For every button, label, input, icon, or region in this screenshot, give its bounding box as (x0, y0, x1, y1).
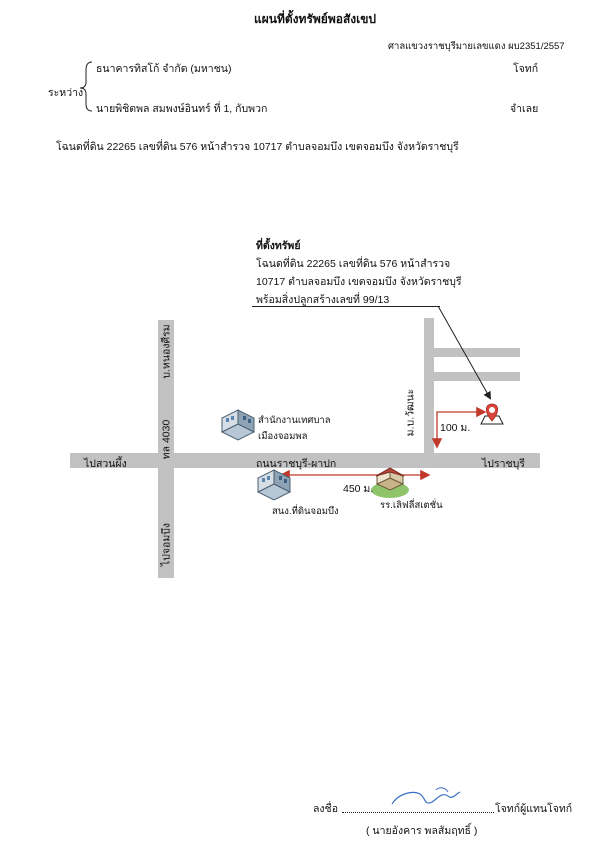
court-case-number: ศาลแขวงราชบุรีมายเลขแดง ผบ2351/2557 (388, 41, 565, 52)
pointer-line (437, 305, 491, 400)
school-label: รร.เลิฟลี่สเตชั่น (380, 500, 443, 511)
location-marker-icon (480, 403, 504, 425)
property-line-1: โฉนดที่ดิน 22265 เลขที่ดิน 576 หน้าสำรวจ (256, 258, 451, 270)
municipal-office-label-2: เมืองจอมพล (258, 431, 308, 442)
property-underline (252, 306, 440, 307)
sign-suffix: โจทก์ผู้แทนโจทก์ (495, 803, 573, 815)
plaintiff-role: โจทก์ (513, 63, 539, 75)
soi-branch-lower (432, 372, 520, 381)
main-road-horizontal (70, 453, 540, 468)
land-office-label: สนง.ที่ดินจอมบึง (272, 506, 339, 517)
defendant-role: จำเลย (510, 103, 539, 115)
signature-dotted-line (342, 812, 494, 813)
label-to-ratchaburi: ไปราชบุรี (482, 458, 525, 470)
signer-name: ( นายอังคาร พลสัมฤทธิ์ ) (366, 825, 478, 837)
property-heading: ที่ตั้งทรัพย์ (256, 240, 301, 252)
label-to-suan-phueng: ไปสวนผึ้ง (84, 458, 127, 470)
distance-100m-label: 100 ม. (440, 422, 471, 434)
label-main-road: ถนนราชบุรี-ผาปก (256, 458, 337, 470)
distance-100m-arrow (431, 406, 487, 449)
deed-description: โฉนดที่ดิน 22265 เลขที่ดิน 576 หน้าสำรวจ… (56, 141, 459, 153)
soi-vertical-road (424, 318, 434, 455)
sign-prefix: ลงชื่อ (313, 803, 338, 815)
page-title: แผนที่ตั้งทรัพย์พอสังเขป (254, 12, 377, 26)
property-line-2: 10717 ตำบลจอมบึง เขตจอมบึง จังหวัดราชบุร… (256, 276, 462, 288)
distance-450m-label: 450 ม. (343, 483, 374, 495)
municipal-office-building-icon (220, 409, 256, 441)
plaintiff-name: ธนาคารทิสโก้ จำกัด (มหาชน) (96, 63, 232, 75)
defendant-name: นายพิชิตพล สมพงษ์อินทร์ ที่ 1, กับพวก (96, 103, 268, 115)
school-building-icon (371, 467, 409, 498)
highway-4030-vertical (158, 320, 174, 578)
property-line-3: พร้อมสิ่งปลูกสร้างเลขที่ 99/13 (256, 294, 390, 306)
soi-branch-upper (432, 348, 520, 357)
land-office-building-icon (256, 469, 292, 501)
between-label: ระหว่าง (48, 87, 84, 99)
municipal-office-label-1: สำนักงานเทศบาล (258, 415, 331, 426)
